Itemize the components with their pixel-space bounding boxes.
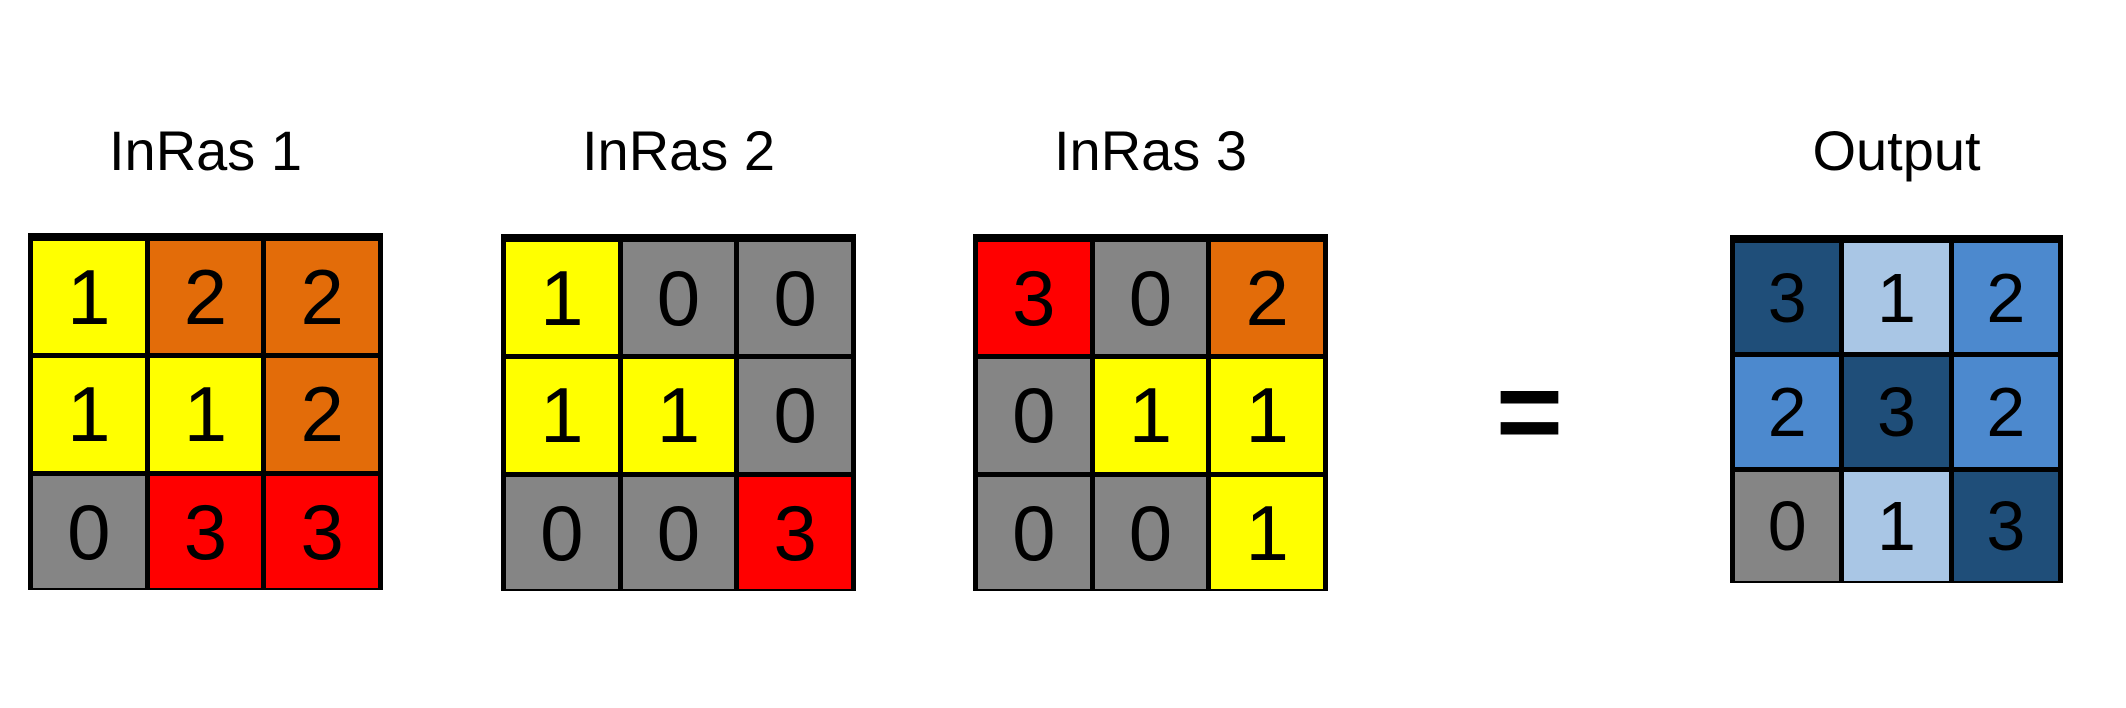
raster-cell-output-r1c0: 2 bbox=[1735, 357, 1840, 467]
raster-cell-inras1-r0c0: 1 bbox=[33, 241, 145, 354]
raster-cell-output-r1c1: 3 bbox=[1844, 357, 1949, 467]
raster-cell-inras3-r1c2: 1 bbox=[1211, 359, 1323, 472]
raster-cell-inras2-r0c0: 1 bbox=[506, 242, 618, 355]
raster-cell-inras1-r1c1: 1 bbox=[149, 358, 262, 471]
raster-cell-output-r2c2: 3 bbox=[1953, 471, 2058, 581]
raster-cell-inras2-r2c0: 0 bbox=[506, 476, 618, 589]
raster-cell-inras1-r1c0: 1 bbox=[33, 358, 145, 471]
raster-cell-inras3-r2c0: 0 bbox=[978, 476, 1090, 589]
raster-cell-inras3-r2c2: 1 bbox=[1211, 476, 1323, 589]
raster-cell-inras1-r2c2: 3 bbox=[266, 475, 378, 588]
raster-cell-output-r0c1: 1 bbox=[1844, 243, 1949, 353]
raster-cell-inras1-r2c1: 3 bbox=[149, 475, 262, 588]
raster-cell-inras1-r0c1: 2 bbox=[149, 241, 262, 354]
raster-cell-inras2-r1c1: 1 bbox=[622, 359, 735, 472]
raster-cell-output-r0c0: 3 bbox=[1735, 243, 1840, 353]
grid-title-inras3: InRas 3 bbox=[1054, 119, 1247, 182]
raster-cell-output-r2c1: 1 bbox=[1844, 471, 1949, 581]
raster-cell-inras3-r1c0: 0 bbox=[978, 359, 1090, 472]
raster-cell-output-r2c0: 0 bbox=[1735, 471, 1840, 581]
raster-cell-inras2-r0c2: 0 bbox=[739, 242, 851, 355]
raster-cell-inras3-r2c1: 0 bbox=[1094, 476, 1207, 589]
raster-cell-inras3-r1c1: 1 bbox=[1094, 359, 1207, 472]
raster-cell-inras3-r0c2: 2 bbox=[1211, 242, 1323, 355]
raster-cell-output-r0c2: 2 bbox=[1953, 243, 2058, 353]
raster-cell-output-r1c2: 2 bbox=[1953, 357, 2058, 467]
grid-title-output: Output bbox=[1812, 119, 1981, 182]
raster-cell-inras2-r0c1: 0 bbox=[622, 242, 735, 355]
raster-cell-inras3-r0c1: 0 bbox=[1094, 242, 1207, 355]
raster-cell-inras2-r1c2: 0 bbox=[739, 359, 851, 472]
raster-cell-inras2-r1c0: 1 bbox=[506, 359, 618, 472]
raster-cell-inras2-r2c1: 0 bbox=[622, 476, 735, 589]
grid-title-inras1: InRas 1 bbox=[109, 119, 302, 182]
raster-cell-inras2-r2c2: 3 bbox=[739, 476, 851, 589]
raster-cell-inras1-r2c0: 0 bbox=[33, 475, 145, 588]
equals-operator: = bbox=[1495, 348, 1564, 476]
raster-cell-inras1-r0c2: 2 bbox=[266, 241, 378, 354]
raster-cell-inras1-r1c2: 2 bbox=[266, 358, 378, 471]
raster-cell-inras3-r0c0: 3 bbox=[978, 242, 1090, 355]
grid-title-inras2: InRas 2 bbox=[582, 119, 775, 182]
